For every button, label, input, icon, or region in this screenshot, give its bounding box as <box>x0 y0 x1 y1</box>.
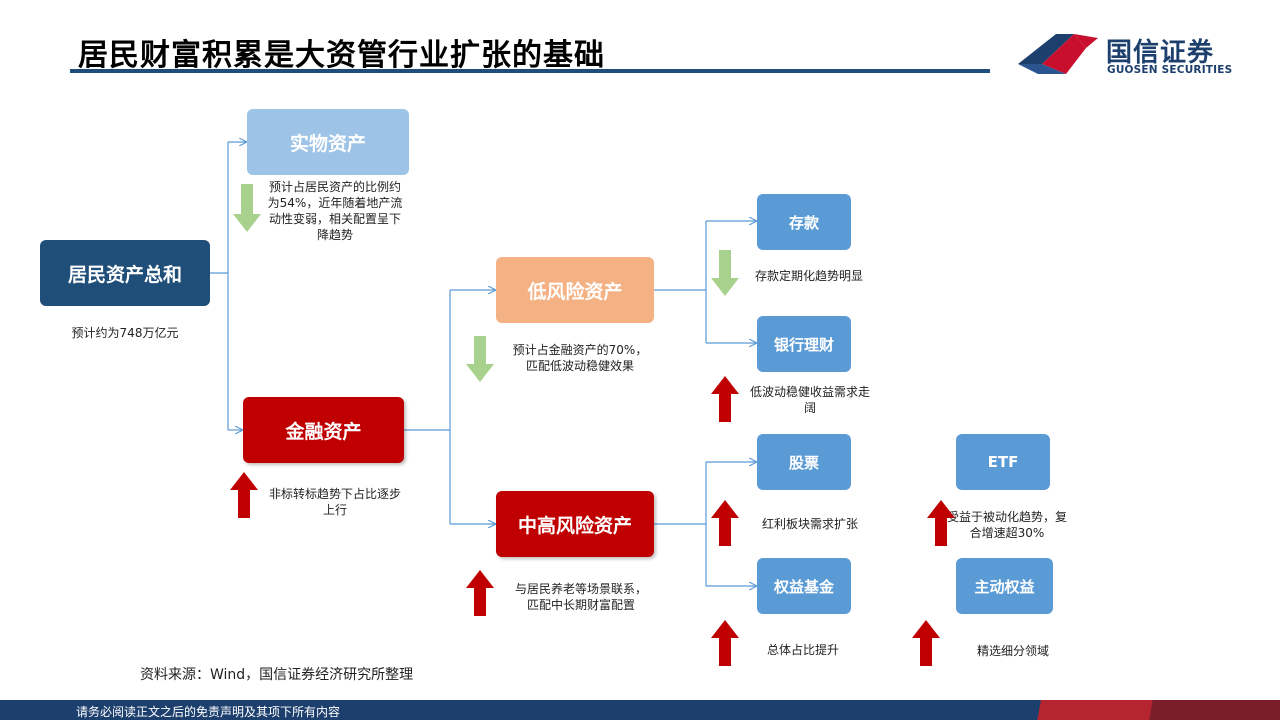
node-equity-fund: 权益基金 <box>757 558 851 614</box>
source-note: 资料来源：Wind，国信证券经济研究所整理 <box>140 667 414 683</box>
footer-disclaimer: 请务必阅读正文之后的免责声明及其项下所有内容 <box>76 705 341 719</box>
note-bank-wealth-management: 低波动稳健收益需求走 阔 <box>749 385 870 415</box>
up-arrow-icon <box>230 472 258 518</box>
logo-text-en: GUOSEN SECURITIES <box>1107 64 1233 76</box>
up-arrow-icon <box>711 620 739 666</box>
node-bank-wealth-management: 银行理财 <box>757 316 851 372</box>
note-active-equity: 精选细分领域 <box>976 644 1049 658</box>
node-etf: ETF <box>956 434 1050 490</box>
note-deposit: 存款定期化趋势明显 <box>754 269 863 283</box>
node-deposit: 存款 <box>757 194 851 250</box>
node-physical-assets: 实物资产 <box>247 109 409 175</box>
page-title: 居民财富积累是大资管行业扩张的基础 <box>78 38 605 73</box>
up-arrow-icon <box>711 376 739 422</box>
node-mid-high-risk-assets: 中高风险资产 <box>496 491 654 557</box>
up-arrow-icon <box>912 620 940 666</box>
node-resident-total: 居民资产总和 <box>40 240 210 306</box>
logo-text-cn: 国信证券 <box>1106 38 1215 68</box>
down-arrow-icon <box>711 250 739 296</box>
up-arrow-icon <box>711 500 739 546</box>
note-stock: 红利板块需求扩张 <box>761 517 858 531</box>
up-arrow-icon <box>466 570 494 616</box>
note-physical: 预计占居民资产的比例约 为54%，近年随着地产流 动性变弱，相关配置呈下 降趋势 <box>267 180 403 242</box>
note-financial: 非标转标趋势下占比逐步 上行 <box>268 487 401 517</box>
up-arrow-icon <box>927 500 955 546</box>
footer-bar: 请务必阅读正文之后的免责声明及其项下所有内容 <box>0 700 1280 720</box>
node-active-equity: 主动权益 <box>956 558 1053 614</box>
node-stock: 股票 <box>757 434 851 490</box>
title-underline <box>70 69 990 73</box>
down-arrow-icon <box>466 336 494 382</box>
node-financial-assets: 金融资产 <box>243 397 404 463</box>
down-arrow-icon <box>233 184 261 232</box>
note-resident-total: 预计约为748万亿元 <box>71 326 179 340</box>
node-low-risk-assets: 低风险资产 <box>496 257 654 323</box>
guosen-logo-icon <box>1018 34 1098 74</box>
footer-accent <box>980 700 1280 720</box>
note-equity-fund: 总体占比提升 <box>766 643 839 657</box>
note-low-risk: 预计占金融资产的70%， 匹配低波动稳健效果 <box>512 343 648 373</box>
note-mid-high-risk: 与居民养老等场景联系， 匹配中长期财富配置 <box>514 582 647 612</box>
note-etf: 受益于被动化趋势，复 合增速超30% <box>946 510 1067 540</box>
